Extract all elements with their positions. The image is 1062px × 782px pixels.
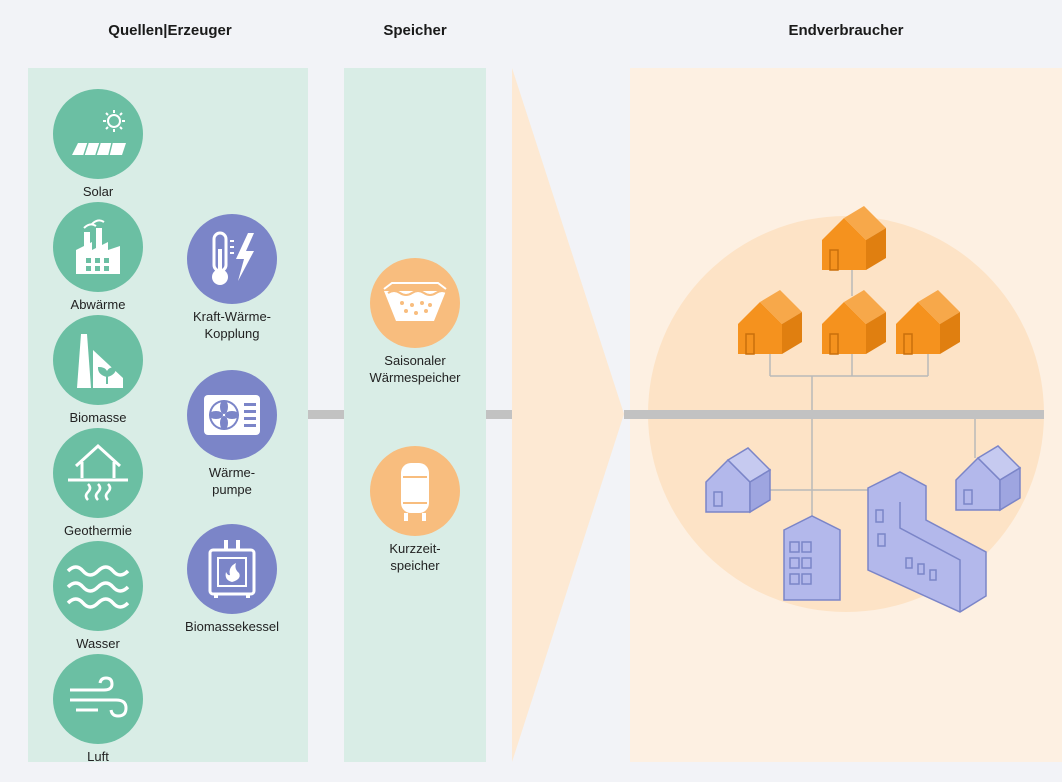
source-waste-heat-label: Abwärme: [70, 297, 126, 312]
source-solar: Solar: [48, 89, 148, 200]
purple-house-right: [955, 445, 1021, 511]
storage-short-term: Kurzzeit- speicher: [354, 446, 476, 574]
source-water-label: Wasser: [76, 636, 120, 651]
apartment-building: [783, 515, 841, 601]
header-storage: Speicher: [383, 22, 447, 39]
factory-icon: [53, 202, 143, 292]
generator-biomass-boiler: Biomassekessel: [166, 524, 298, 635]
header-sources: Quellen|Erzeuger: [108, 22, 232, 39]
generator-biomass-boiler-label-line1: Biomassekessel: [185, 619, 279, 634]
branch-lines-upper: [769, 258, 929, 410]
source-biomass-label: Biomasse: [69, 410, 127, 425]
generator-heat-pump-label-line2: pumpe: [212, 482, 252, 497]
source-waste-heat: Abwärme: [48, 202, 148, 313]
generator-chp-label-line2: Kopplung: [204, 326, 260, 341]
pipe-sources-storage: [308, 410, 344, 419]
source-solar-label: Solar: [82, 184, 114, 199]
source-geothermal: Geothermie: [48, 428, 148, 539]
industrial-building: [867, 471, 987, 613]
tank-icon: [370, 446, 460, 536]
source-biomass: Biomasse: [48, 315, 148, 426]
generator-biomass-boiler-label: Biomassekessel: [166, 618, 298, 635]
source-geothermal-label: Geothermie: [64, 523, 132, 538]
purple-house-left: [705, 447, 771, 513]
distribution-funnel: [512, 68, 624, 762]
storage-seasonal-label-line1: Saisonaler: [384, 353, 446, 368]
generator-heat-pump-label: Wärme- pumpe: [176, 464, 288, 498]
storage-seasonal-label: Saisonaler Wärmespeicher: [354, 352, 476, 386]
solar-panel-icon: [53, 89, 143, 179]
generator-chp-label-line1: Kraft-Wärme-: [193, 309, 271, 324]
storage-short-term-label-line1: Kurzzeit-: [389, 541, 441, 556]
storage-seasonal: Saisonaler Wärmespeicher: [354, 258, 476, 386]
greenhouse-icon: [53, 315, 143, 405]
storage-short-term-label: Kurzzeit- speicher: [354, 540, 476, 574]
boiler-flame-icon: [187, 524, 277, 614]
orange-house-top: [821, 205, 887, 271]
generator-chp-label: Kraft-Wärme- Kopplung: [176, 308, 288, 342]
orange-house-middle: [821, 289, 887, 355]
generator-heat-pump-label-line1: Wärme-: [208, 465, 256, 480]
orange-house-right: [895, 289, 961, 355]
wind-icon: [53, 654, 143, 744]
source-air-label: Luft: [87, 749, 109, 764]
geothermal-icon: [53, 428, 143, 518]
orange-house-left: [737, 289, 803, 355]
source-water: Wasser: [48, 541, 148, 652]
storage-short-term-label-line2: speicher: [390, 558, 440, 573]
generator-chp: Kraft-Wärme- Kopplung: [176, 214, 288, 342]
pipe-storage-funnel: [486, 410, 512, 419]
thermometer-lightning-icon: [187, 214, 277, 304]
generator-heat-pump: Wärme- pumpe: [176, 370, 288, 498]
water-waves-icon: [53, 541, 143, 631]
header-consumers: Endverbraucher: [788, 22, 904, 39]
heat-pump-icon: [187, 370, 277, 460]
storage-panel: [344, 68, 486, 762]
seasonal-storage-icon: [370, 258, 460, 348]
main-distribution-pipe: [624, 410, 1044, 419]
source-air: Luft: [48, 654, 148, 765]
storage-seasonal-label-line2: Wärmespeicher: [369, 370, 461, 385]
